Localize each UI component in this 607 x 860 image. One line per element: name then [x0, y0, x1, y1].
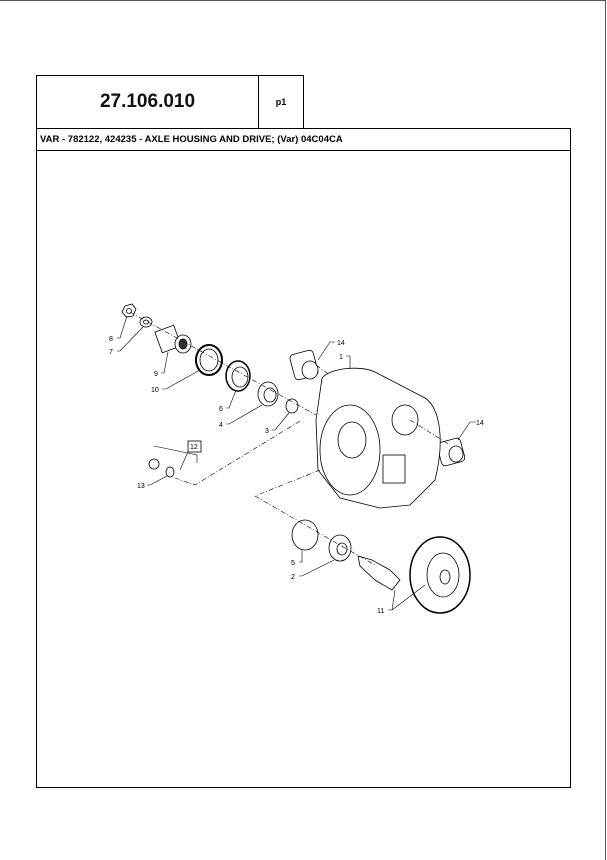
callout-14: 14 — [476, 420, 484, 427]
part-plug — [148, 458, 160, 470]
page-edge-right — [605, 0, 606, 860]
callout-12-box — [187, 440, 202, 453]
callout-1: 1 — [339, 354, 343, 361]
callout-4: 4 — [219, 422, 223, 429]
callout-3: 3 — [265, 428, 269, 435]
callout-5: 5 — [291, 560, 295, 567]
callout-10: 10 — [151, 387, 159, 394]
callout-14: 14 — [337, 340, 345, 347]
part-bushing — [289, 349, 319, 381]
part-crown-pinion — [357, 536, 471, 614]
callout-12: 12 — [190, 444, 198, 451]
part-sealing-ring — [165, 466, 175, 478]
part-spacer — [285, 398, 299, 414]
callout-9: 9 — [154, 371, 158, 378]
callout-13: 13 — [137, 483, 145, 490]
part-axle-housing — [315, 367, 441, 509]
part-o-ring — [291, 519, 319, 551]
callout-8: 8 — [109, 336, 113, 343]
callout-6: 6 — [219, 406, 223, 413]
callout-2: 2 — [291, 574, 295, 581]
page-edge-top — [0, 0, 605, 1]
callout-11: 11 — [377, 608, 384, 615]
part-flange — [154, 324, 192, 354]
diagram-area — [36, 150, 571, 788]
part-bushing — [436, 437, 466, 467]
callout-7: 7 — [109, 349, 113, 356]
